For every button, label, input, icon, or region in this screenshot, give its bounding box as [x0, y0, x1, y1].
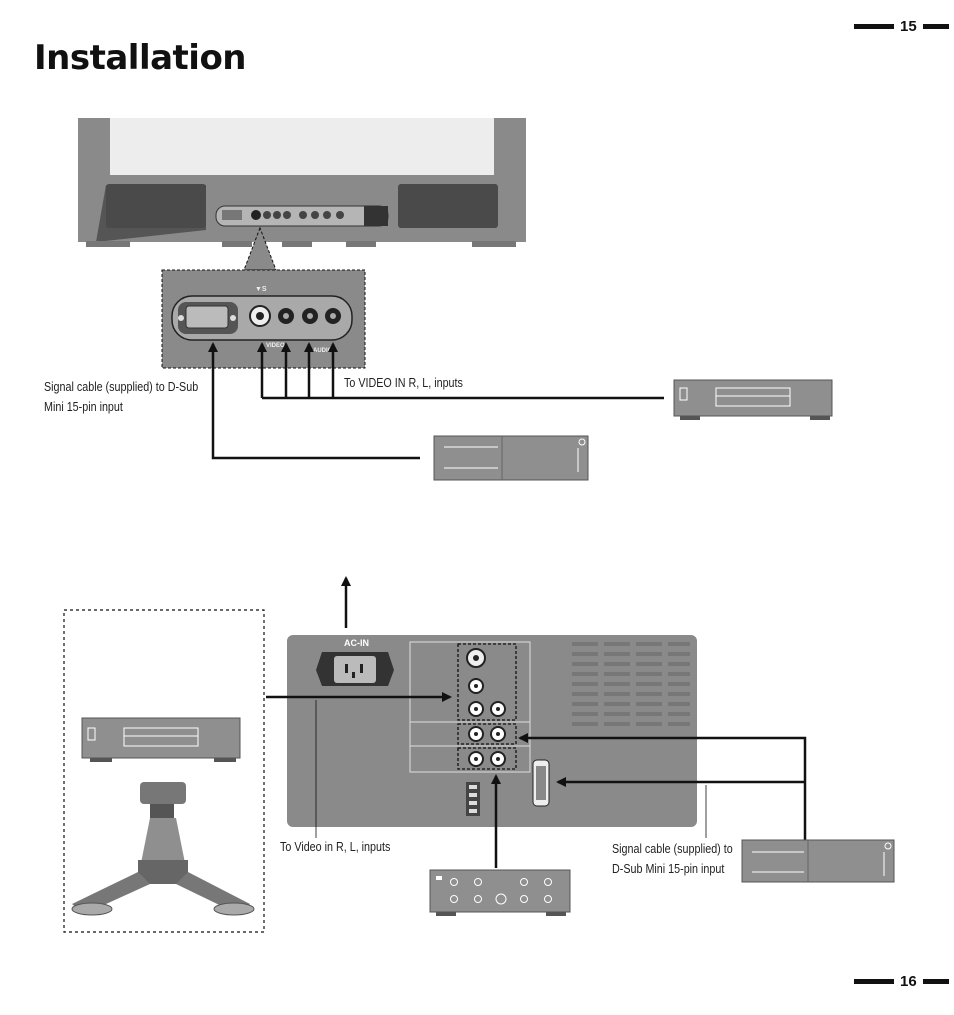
page-number-bar-left: [854, 24, 894, 29]
connector-panel-zoom: [161, 226, 366, 369]
computer-bottom: [741, 839, 895, 883]
bottom-signal-cable-line2: D-Sub Mini 15-pin input: [612, 862, 725, 876]
page-title: Installation: [34, 38, 247, 78]
top-video-in-caption: To VIDEO IN R, L, inputs: [344, 376, 463, 390]
top-signal-cable-line2: Mini 15-pin input: [44, 400, 123, 414]
page-number-top-text: 15: [900, 18, 917, 35]
bottom-video-in-caption: To Video in R, L, inputs: [280, 840, 391, 854]
audio-equipment: [429, 869, 571, 916]
page-number-bar-right: [922, 24, 949, 29]
top-signal-cable-line1: Signal cable (supplied) to D-Sub: [44, 380, 199, 394]
vcr-camera-box: [63, 609, 265, 933]
rear-panel: [287, 635, 697, 827]
vcr-top: [673, 379, 833, 420]
page-number-bottom-bar-right: [922, 979, 949, 984]
bottom-signal-cable-caption: Signal cable (supplied) to D-Sub Mini 15…: [612, 839, 733, 879]
page-number-top: 15: [854, 18, 949, 35]
panel-s-label: ▼S: [255, 286, 267, 293]
computer-audio-arrow: [518, 733, 807, 842]
panel-audio-label: AUDIO: [313, 348, 333, 354]
page-number-bottom-text: 16: [900, 973, 917, 990]
monitor-front: [78, 118, 526, 247]
page-number-bottom-bar-left: [854, 979, 894, 984]
bottom-wiring: [266, 576, 807, 868]
panel-video-label: VIDEO: [266, 343, 285, 349]
bottom-signal-cable-line1: Signal cable (supplied) to: [612, 842, 733, 856]
top-wiring: [208, 342, 664, 460]
page-number-bottom: 16: [854, 973, 949, 990]
top-cable-dsub: [208, 342, 420, 460]
ac-in-label: AC-IN: [344, 638, 369, 648]
top-signal-cable-caption: Signal cable (supplied) to D-Sub Mini 15…: [44, 377, 198, 417]
computer-top: [433, 435, 589, 481]
